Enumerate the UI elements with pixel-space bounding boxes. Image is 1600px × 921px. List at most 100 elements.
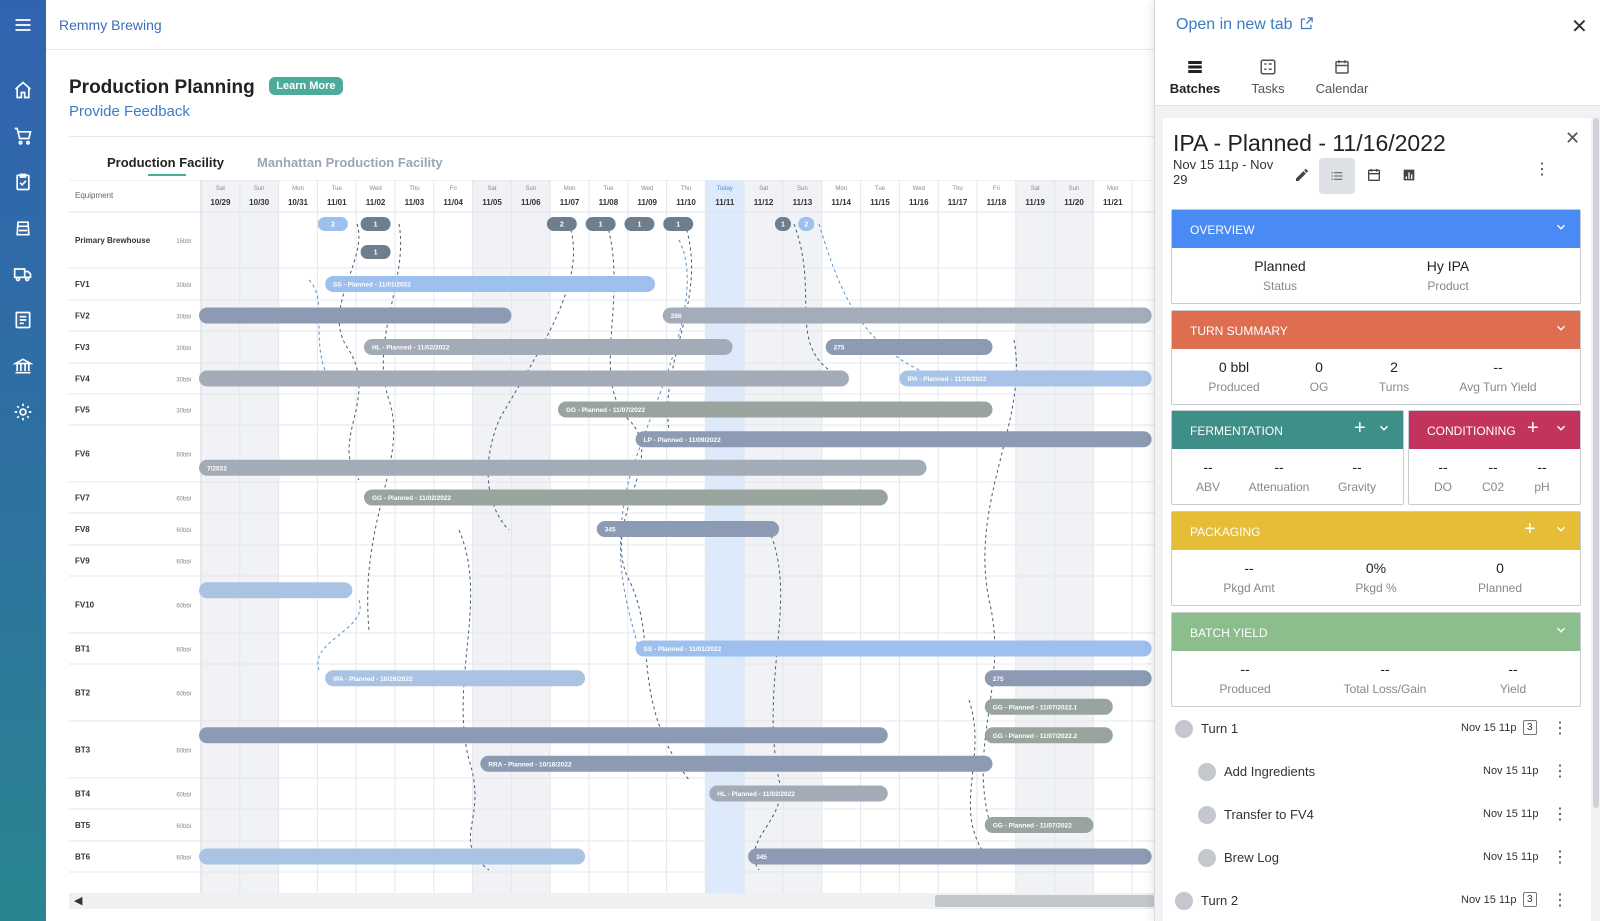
stat-label: Gravity [1337,480,1377,494]
brew-pill[interactable] [663,217,694,231]
open-in-new-tab-link[interactable]: Open in new tab [1176,16,1314,34]
batch-bar[interactable] [984,670,1152,687]
batch-bar[interactable] [363,489,888,506]
clipboard-check-icon[interactable] [11,170,35,194]
batch-bar[interactable] [199,848,586,865]
edit-pencil-icon[interactable] [1285,158,1319,192]
batch-bar[interactable] [899,370,1152,387]
chevron-down-icon[interactable] [1554,321,1568,335]
brew-pill[interactable] [775,217,791,231]
batch-bar[interactable] [984,817,1094,833]
calendar-view-icon[interactable] [1357,158,1391,192]
row-more-icon[interactable]: ⋮ [1552,806,1568,823]
learn-more-button[interactable]: Learn More [269,77,343,95]
menu-icon[interactable] [11,13,35,37]
horizontal-scrollbar[interactable]: ◀ [69,893,1154,909]
batch-bar[interactable] [662,307,1152,324]
batch-bar[interactable] [984,727,1113,744]
brew-pill[interactable] [360,217,391,231]
chevron-down-icon[interactable] [1554,623,1568,637]
brew-pill[interactable] [317,217,348,231]
brew-pill[interactable] [360,245,391,259]
batch-yield-stats: --Produced--Total Loss/Gain--Yield [1172,651,1580,706]
batch-bar[interactable] [480,755,993,772]
row-more-icon[interactable]: ⋮ [1552,849,1568,866]
fermentation-header[interactable]: FERMENTATION+ [1172,411,1403,449]
provide-feedback-link[interactable]: Provide Feedback [69,103,190,120]
chevron-down-icon[interactable] [1554,522,1568,536]
batch-bar[interactable] [635,431,1152,448]
equipment-capacity: 60bbl [176,453,191,459]
row-time: Nov 15 11p [1483,851,1539,863]
dependency-connector [968,699,990,861]
fermentation-add-icon[interactable]: + [1354,417,1366,439]
card-more-icon[interactable]: ⋮ [1534,161,1550,178]
tab-production-facility[interactable]: Production Facility [107,155,225,170]
brew-pill[interactable] [585,217,616,231]
batch-bar[interactable] [325,670,586,687]
row-more-icon[interactable]: ⋮ [1552,892,1568,909]
chevron-down-icon[interactable] [1554,421,1568,435]
close-panel-icon[interactable]: ✕ [1571,16,1588,38]
batch-bar-label: HL - Planned - 11/02/2022 [372,345,450,352]
batch-bar[interactable] [557,401,993,418]
batch-bar[interactable] [748,848,1152,865]
gear-icon[interactable] [11,400,35,424]
panel-scrollbar-thumb[interactable] [1593,118,1599,808]
chart-view-icon[interactable] [1392,158,1426,192]
bank-icon[interactable] [11,354,35,378]
chevron-down-icon[interactable] [1554,220,1568,234]
keg-icon[interactable] [11,216,35,240]
batch-bar[interactable] [199,582,353,599]
close-card-icon[interactable]: ✕ [1565,128,1581,148]
batch-bar[interactable] [709,785,888,802]
batch-bar[interactable] [984,698,1113,715]
tab-manhattan-production-facility[interactable]: Manhattan Production Facility [257,155,443,170]
chevron-down-icon[interactable] [1377,421,1391,435]
row-more-icon[interactable]: ⋮ [1552,720,1568,737]
row-more-icon[interactable]: ⋮ [1552,763,1568,780]
tab-batches[interactable]: Batches [1169,58,1221,96]
batch-bar[interactable] [199,370,849,387]
packaging-header[interactable]: PACKAGING+ [1172,512,1580,550]
batch-bar[interactable] [325,276,655,292]
conditioning-add-icon[interactable]: + [1527,417,1539,439]
cart-icon[interactable] [11,124,35,148]
tab-calendar[interactable]: Calendar [1306,58,1378,96]
day-of-week-label: Wed [641,186,653,192]
truck-icon[interactable] [11,262,35,286]
list-view-icon[interactable] [1319,158,1355,194]
batch-bar[interactable] [199,459,927,476]
equipment-capacity: 60bbl [176,604,191,610]
batch-yield-header[interactable]: BATCH YIELD [1172,613,1580,651]
weekend-column [1054,180,1094,893]
packaging-add-icon[interactable]: + [1524,518,1536,540]
stat-label: Pkgd % [1355,581,1397,595]
overview-header[interactable]: OVERVIEW [1172,210,1580,248]
batch-bar[interactable] [825,339,993,355]
batch-bar[interactable] [199,727,888,744]
scrollbar-thumb[interactable] [935,895,1154,907]
list-icon[interactable] [11,308,35,332]
conditioning-header[interactable]: CONDITIONING+ [1409,411,1580,449]
panel-scrollbar[interactable] [1591,118,1600,921]
brew-pill[interactable] [798,217,815,231]
scroll-left-arrow-icon[interactable]: ◀ [74,895,83,907]
brew-pill[interactable] [546,217,577,231]
brew-pill[interactable] [624,217,655,231]
home-icon[interactable] [11,78,35,102]
stat-label: Planned [1477,581,1523,595]
batch-bar[interactable] [199,307,512,324]
tab-tasks[interactable]: Tasks [1242,58,1294,96]
turn-summary-header[interactable]: TURN SUMMARY [1172,311,1580,349]
batch-bar[interactable] [363,339,733,355]
batch-bar[interactable] [635,640,1152,657]
brand-name[interactable]: Remmy Brewing [59,17,162,33]
dependency-connector [317,599,361,671]
batch-bar[interactable] [596,521,780,537]
